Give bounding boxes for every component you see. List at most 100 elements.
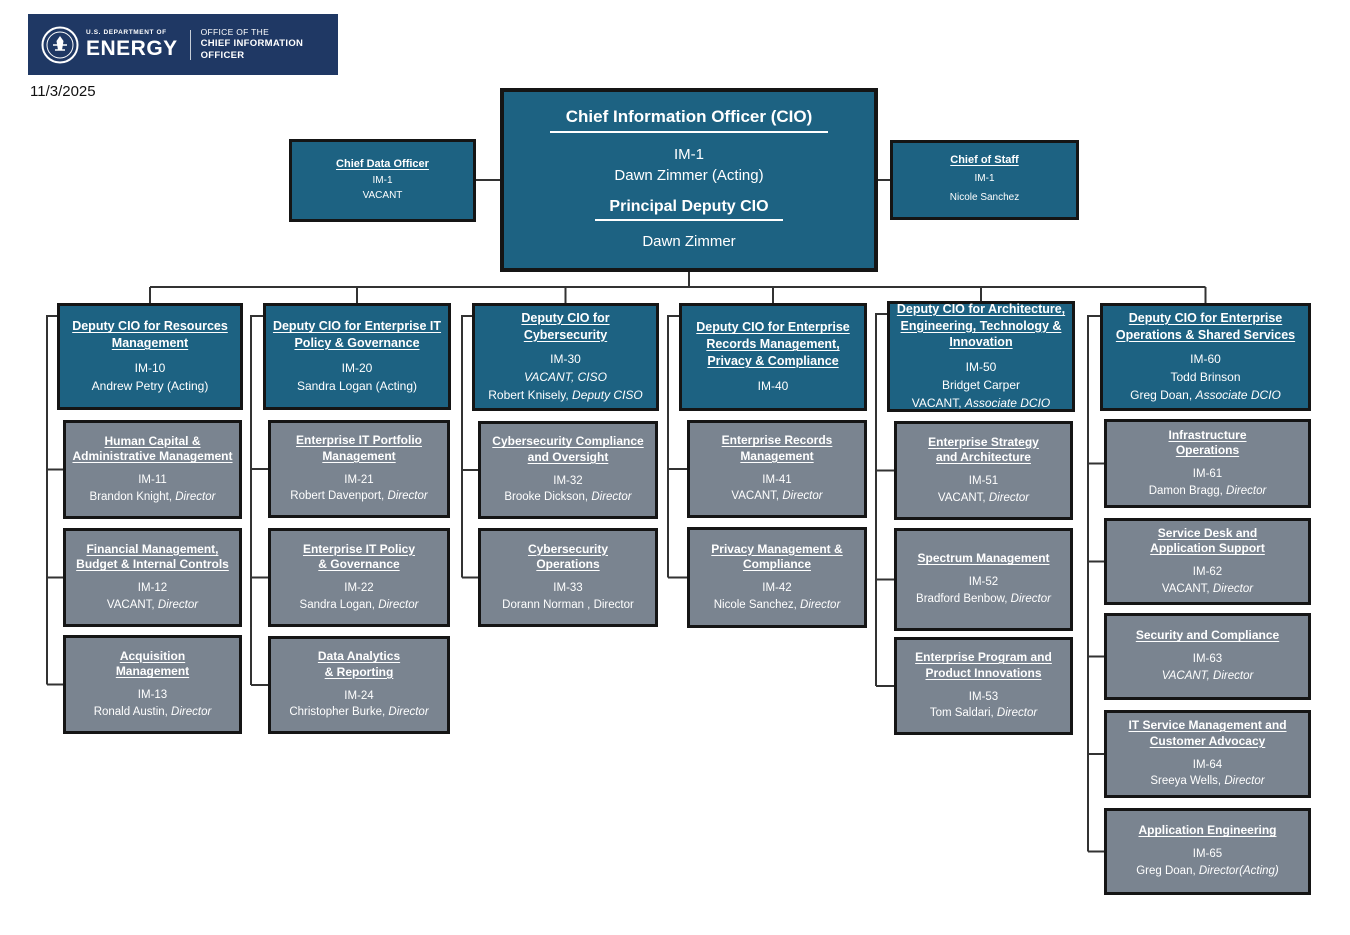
org-box-im-42-title: Privacy Management &Compliance (711, 542, 842, 574)
org-box-im-60-title-line: Deputy CIO for Enterprise (1128, 310, 1283, 325)
org-box-im-60-title-line: Operations & Shared Services (1115, 327, 1296, 342)
logo-energy-text: ENERGY (86, 36, 178, 60)
office-title: OFFICE OF THE CHIEF INFORMATION OFFICER (201, 27, 338, 61)
org-box-im-62-title-line: Service Desk and (1157, 525, 1258, 540)
org-box-im-62-person-role: Director (1212, 582, 1254, 595)
org-box-im-51-title-line: Enterprise Strategy (928, 434, 1039, 449)
org-box-im-51-person-name: VACANT, (937, 491, 989, 504)
org-box-im-13-code: IM-13 (137, 689, 168, 702)
org-box-im-21-person-name: Robert Davenport, (290, 490, 388, 503)
org-box-im-32-person-name: Brooke Dickson, (504, 491, 592, 504)
org-box-im-60-person-line: Todd Brinson (1130, 368, 1281, 386)
org-box-im-50: Deputy CIO for Architecture,Engineering,… (887, 301, 1075, 412)
org-box-im-12-code: IM-12 (137, 582, 168, 595)
doe-logotype: U.S. DEPARTMENT OF ENERGY (86, 30, 178, 59)
org-box-im-63-title-line: Security and Compliance (1135, 628, 1280, 643)
org-box-im-64-person-line: Sreeya Wells, Director (1150, 773, 1264, 790)
org-box-im-50-person-line: VACANT, Associate DCIO (912, 394, 1050, 412)
cio-title: Chief Information Officer (CIO) (549, 107, 829, 134)
org-box-im-64-code: IM-64 (1192, 758, 1223, 771)
org-box-im-61-code: IM-61 (1192, 468, 1223, 481)
org-box-im-22-title-line: & Governance (318, 557, 400, 572)
org-box-im-60-code: IM-60 (1190, 352, 1221, 367)
org-box-im-50-title-line: Engineering, Technology & (900, 318, 1062, 333)
org-box-im-61-title-line: Infrastructure (1168, 427, 1247, 442)
org-box-im-42-title-line: Privacy Management & (711, 541, 843, 556)
org-box-im-33-person-line: Dorann Norman , Director (502, 597, 634, 614)
org-box-im-13-person-line: Ronald Austin, Director (94, 704, 212, 721)
logo-dept-text: U.S. DEPARTMENT OF (86, 29, 167, 37)
org-box-im-41-title-line: Enterprise Records (721, 433, 833, 447)
org-box-im-40-body: IM-40 (758, 377, 789, 395)
org-box-im-53-person-name: Tom Saldari, (929, 707, 997, 720)
cos-name: Nicole Sanchez (949, 191, 1020, 203)
org-box-im-30-person-name: Robert Knisely, (488, 388, 573, 403)
org-box-im-42-title-line: Compliance (742, 557, 811, 572)
org-box-im-33-title-line: Cybersecurity (527, 541, 609, 556)
org-box-im-61-person-line: Damon Bragg, Director (1149, 483, 1267, 500)
org-box-im-53-person-role: Director (996, 707, 1038, 720)
org-box-im-41-person-role: Director (782, 490, 823, 503)
org-box-im-10-person-name: Andrew Petry (Acting) (91, 378, 209, 393)
org-box-im-33-code: IM-33 (553, 582, 583, 595)
org-box-im-21-title-line: Enterprise IT Portfolio (295, 433, 422, 447)
org-box-im-63-code: IM-63 (1192, 653, 1223, 666)
org-box-im-50-code: IM-50 (965, 360, 997, 375)
org-box-im-32-title-line: Cybersecurity Compliance (492, 434, 644, 448)
org-box-im-32-title-line: and Oversight (527, 449, 609, 464)
org-box-im-41-code: IM-41 (762, 473, 792, 486)
org-box-im-32-person-line: Brooke Dickson, Director (504, 489, 631, 506)
org-box-im-24-person-role: Director (388, 706, 429, 719)
org-box-im-22-title: Enterprise IT Policy& Governance (303, 542, 415, 574)
org-box-im-50-person-role: Associate DCIO (964, 396, 1051, 411)
org-box-im-12-title-line: Financial Management, (86, 541, 219, 556)
org-box-im-42-person-line: Nicole Sanchez, Director (714, 597, 841, 614)
cio-code: IM-1 (674, 145, 704, 163)
org-box-im-52-title-line: Spectrum Management (917, 551, 1050, 566)
org-box-im-30-person-role: Deputy CISO (572, 388, 643, 403)
org-box-im-20-person-name: Sandra Logan (Acting) (296, 378, 418, 393)
org-box-im-22-person-name: Sandra Logan, (299, 598, 379, 611)
org-box-cdo: Chief Data Officer IM-1 VACANT (289, 139, 476, 222)
org-box-im-22-person-line: Sandra Logan, Director (300, 597, 419, 614)
cdo-code: IM-1 (372, 175, 393, 186)
org-box-im-42-code: IM-42 (762, 582, 792, 595)
org-box-im-60-person-name: Greg Doan, (1130, 388, 1196, 403)
org-box-im-65-code: IM-65 (1192, 848, 1223, 861)
org-box-im-33-person-name: Dorann Norman , Director (502, 598, 634, 611)
org-box-im-11-person-line: Brandon Knight, Director (90, 489, 216, 506)
org-box-im-24-code: IM-24 (344, 689, 374, 702)
doe-seal-icon (41, 26, 79, 63)
org-box-im-52-person-name: Bradford Benbow, (916, 592, 1011, 605)
org-box-im-63-person-role: VACANT, Director (1161, 669, 1254, 682)
org-box-im-65-title-line: Application Engineering (1138, 823, 1277, 838)
